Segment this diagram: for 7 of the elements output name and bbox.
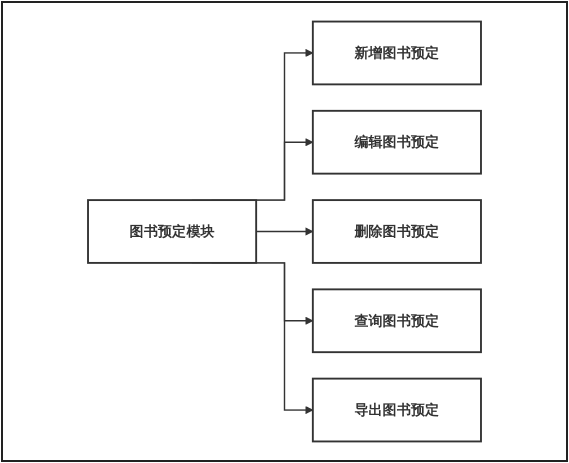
node-box: 图书预定模块: [87, 199, 258, 264]
node-box: 导出图书预定: [312, 378, 482, 442]
arrow: [256, 227, 314, 236]
node-box: 删除图书预定: [312, 199, 482, 264]
node-box: 查询图书预定: [312, 288, 482, 354]
node-box: 编辑图书预定: [312, 110, 482, 175]
node-box: 新增图书预定: [312, 20, 482, 86]
